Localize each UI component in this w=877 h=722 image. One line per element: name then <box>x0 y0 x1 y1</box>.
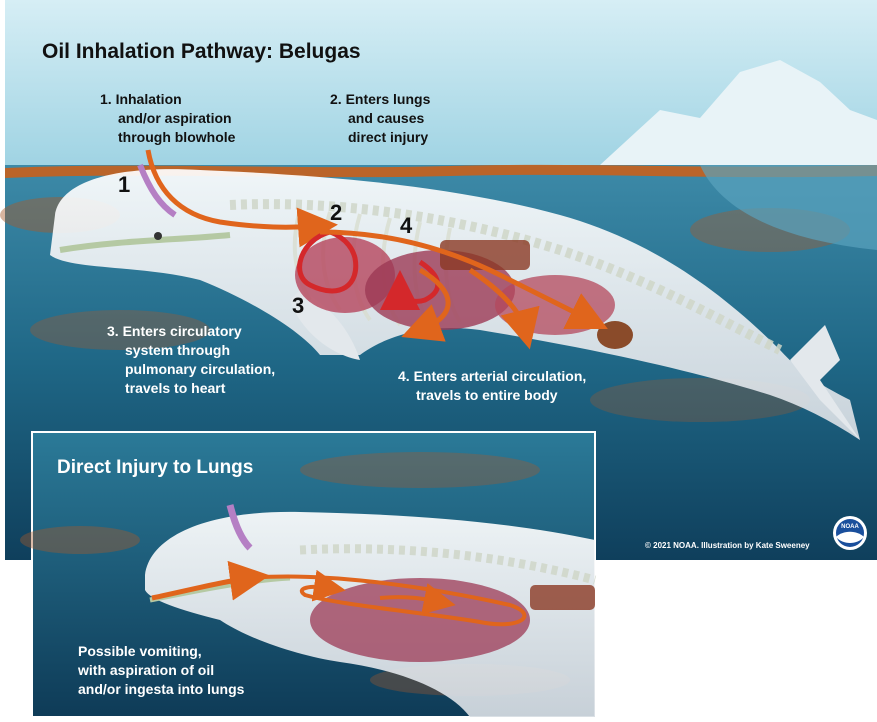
inset-title: Direct Injury to Lungs <box>57 457 253 478</box>
step-label-line: travels to entire body <box>416 387 558 403</box>
step-label-line: and/or aspiration <box>118 110 232 126</box>
noaa-logo-icon: NOAA <box>833 516 867 550</box>
step-label-line: direct injury <box>348 129 428 145</box>
step-marker-3: 3 <box>292 293 304 318</box>
step-label-line: through blowhole <box>118 129 236 145</box>
step-label-line: and causes <box>348 110 424 126</box>
inset-caption-line: with aspiration of oil <box>77 662 214 678</box>
step-label-line: 2. Enters lungs <box>330 91 431 107</box>
step-label-line: pulmonary circulation, <box>125 361 275 377</box>
step-label-line: 4. Enters arterial circulation, <box>398 368 586 384</box>
step-marker-1: 1 <box>118 172 130 197</box>
inset-caption-line: and/or ingesta into lungs <box>78 681 245 697</box>
step-label-line: 1. Inhalation <box>100 91 182 107</box>
step-marker-2: 2 <box>330 200 342 225</box>
step-label-line: travels to heart <box>125 380 226 396</box>
page-title: Oil Inhalation Pathway: Belugas <box>42 40 361 63</box>
step-marker-4: 4 <box>400 213 413 238</box>
step-label-line: system through <box>125 342 230 358</box>
step-label-line: 3. Enters circulatory <box>107 323 242 339</box>
inset-caption-line: Possible vomiting, <box>78 643 202 659</box>
credit-text: © 2021 NOAA. Illustration by Kate Sweene… <box>645 541 810 550</box>
inset-panel: Direct Injury to Lungs Possible vomiting… <box>20 432 595 717</box>
logo-text: NOAA <box>841 524 859 530</box>
